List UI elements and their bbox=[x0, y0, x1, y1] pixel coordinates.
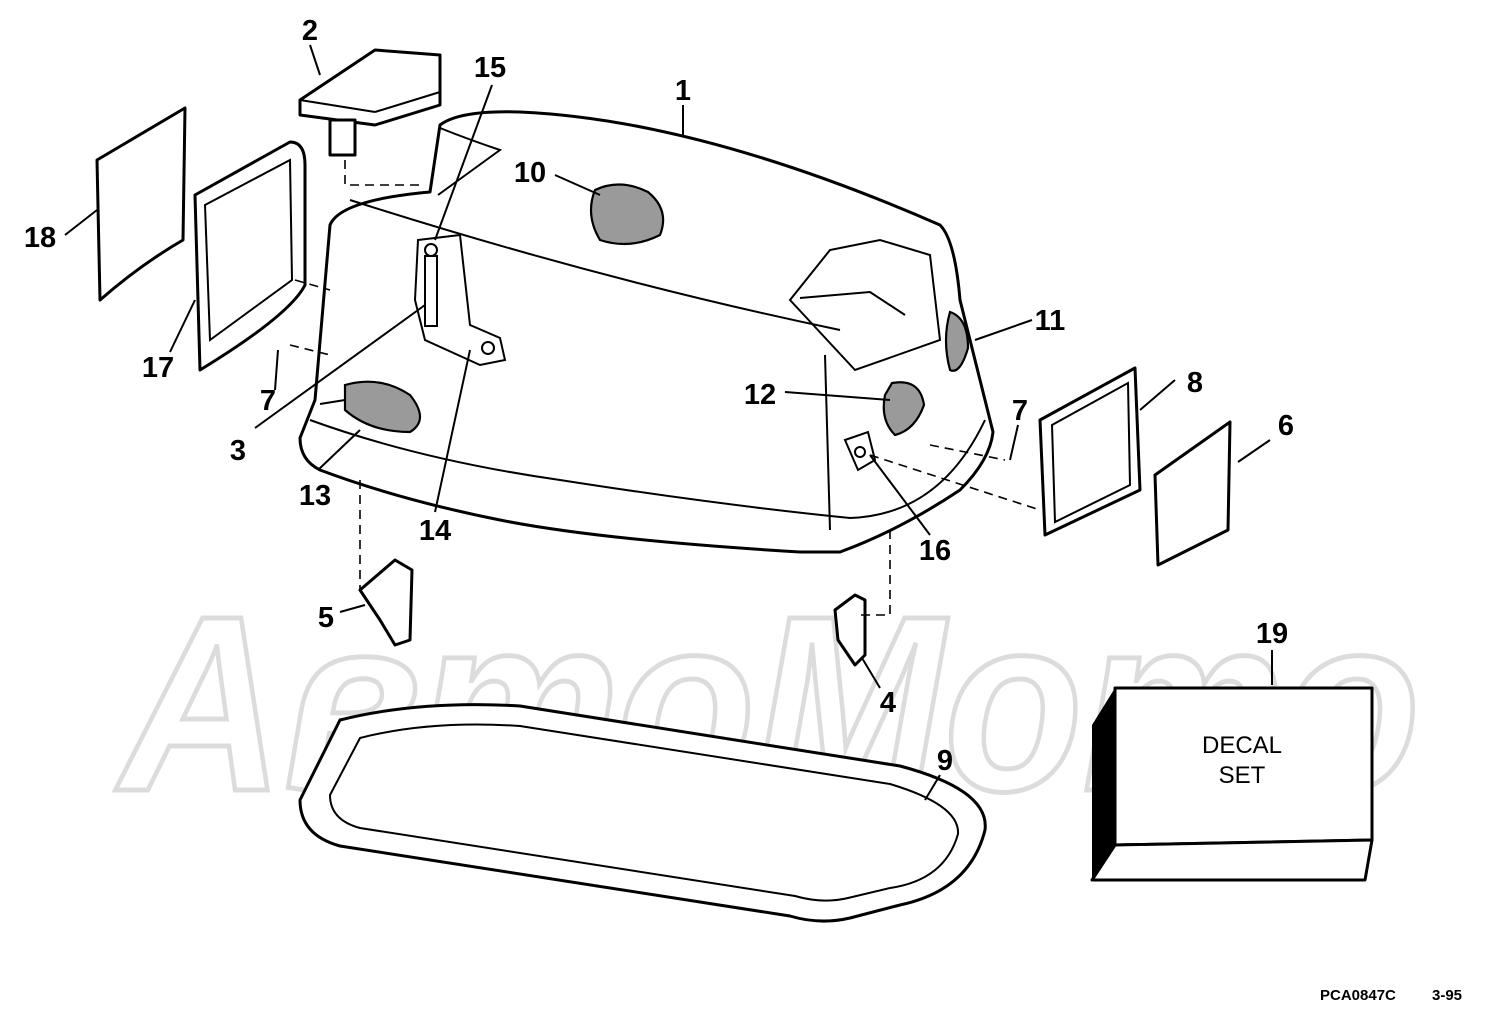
callout-7-left: 7 bbox=[260, 385, 276, 417]
callout-2: 2 bbox=[302, 15, 318, 47]
callout-10: 10 bbox=[514, 157, 546, 189]
callout-8: 8 bbox=[1187, 367, 1203, 399]
callout-labels: 1 2 3 4 5 6 7 7 8 9 10 11 12 13 14 15 16… bbox=[24, 15, 1294, 777]
foam-pad-12 bbox=[882, 381, 926, 437]
callout-12: 12 bbox=[744, 379, 776, 411]
diagram-code: PCA0847C bbox=[1320, 987, 1396, 1004]
engine-cover bbox=[298, 110, 995, 554]
callout-3: 3 bbox=[230, 435, 246, 467]
side-panel bbox=[193, 140, 307, 372]
top-cap bbox=[298, 48, 442, 157]
callout-13: 13 bbox=[299, 480, 331, 512]
decal-set-line1: DECAL bbox=[1202, 732, 1282, 759]
callout-16: 16 bbox=[919, 535, 951, 567]
callout-6: 6 bbox=[1278, 410, 1294, 442]
decal-set-box bbox=[1090, 686, 1374, 882]
callout-9: 9 bbox=[937, 745, 953, 777]
callout-4: 4 bbox=[880, 687, 896, 719]
callout-11: 11 bbox=[1035, 305, 1066, 337]
bracket-5 bbox=[358, 558, 414, 647]
front-panel bbox=[1038, 366, 1142, 537]
callout-14: 14 bbox=[419, 515, 451, 547]
foam-pad-13 bbox=[343, 380, 422, 434]
callout-15: 15 bbox=[474, 52, 506, 84]
assembly-lines bbox=[289, 160, 1041, 616]
callout-18: 18 bbox=[24, 222, 56, 254]
callout-5: 5 bbox=[318, 602, 334, 634]
callout-7-right: 7 bbox=[1012, 395, 1028, 427]
side-decal bbox=[95, 106, 187, 302]
leader-lines bbox=[64, 44, 1273, 801]
foam-pad-11 bbox=[944, 310, 970, 372]
decal-set-line2: SET bbox=[1219, 762, 1266, 789]
callout-1: 1 bbox=[675, 75, 691, 107]
front-decal bbox=[1153, 420, 1232, 567]
callout-17: 17 bbox=[142, 352, 174, 384]
seal-ring bbox=[298, 703, 987, 923]
foam-pad-10 bbox=[589, 183, 665, 246]
callout-19: 19 bbox=[1256, 618, 1288, 650]
diagram-date: 3-95 bbox=[1432, 987, 1462, 1004]
bracket-4 bbox=[833, 593, 867, 667]
